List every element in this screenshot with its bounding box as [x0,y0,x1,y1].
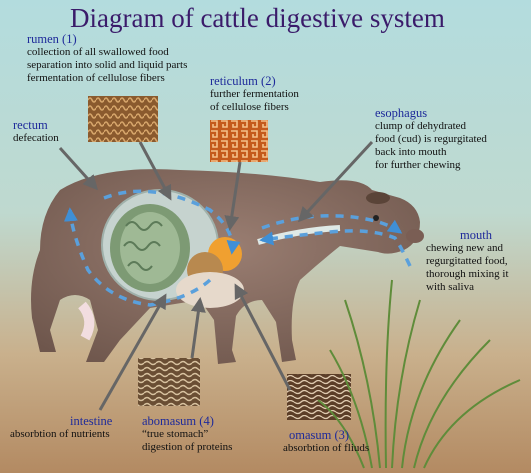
label-esophagus-desc-3: back into mouth [375,146,447,158]
label-abomasum-desc-1: “true stomach” [142,428,209,440]
grass [317,279,521,469]
label-mouth-name: mouth [460,228,492,242]
label-abomasum-desc-2: digestion of proteins [142,441,233,453]
label-intestine-name: intestine [70,414,113,428]
label-reticulum-name: reticulum (2) [210,74,276,88]
abomasum-texture-image [138,358,200,406]
label-abomasum: abomasum (4) “true stomach” digestion of… [142,414,232,454]
label-omasum: omasum (3) absorbtion of fliuds [283,428,369,455]
pointer-arrows [58,140,374,411]
label-omasum-desc-1: absorbtion of fliuds [283,442,370,454]
label-reticulum-desc-1: further fermentation [210,88,299,100]
label-esophagus: esophagus clump of dehydrated food (cud)… [375,106,487,172]
label-esophagus-desc-4: for further chewing [375,159,461,171]
label-mouth-desc-1: chewing new and [426,242,503,254]
label-mouth-desc-2: regurgitatted food, [426,255,508,267]
label-mouth: mouth chewing new and regurgitatted food… [426,228,509,294]
label-abomasum-name: abomasum (4) [142,414,214,428]
reticulum-texture-image [210,120,268,162]
label-rumen: rumen (1) collection of all swallowed fo… [27,32,187,85]
label-reticulum: reticulum (2) further fermentation of ce… [210,74,299,114]
label-rectum-name: rectum [13,118,48,132]
label-reticulum-desc-2: of cellulose fibers [210,101,289,113]
label-rectum: rectum defecation [13,118,59,145]
label-rectum-desc-1: defecation [13,132,59,144]
rumen-texture-image [88,96,158,142]
label-esophagus-name: esophagus [375,106,428,120]
label-mouth-desc-3: thorough mixing it [426,268,509,280]
label-rumen-desc-2: separation into solid and liquid parts [27,59,188,71]
label-esophagus-desc-1: clump of dehydrated [375,120,467,132]
label-esophagus-desc-2: food (cud) is regurgitated [375,133,487,145]
label-mouth-desc-4: with saliva [426,281,474,293]
label-rumen-desc-1: collection of all swallowed food [27,46,169,58]
label-rumen-desc-3: fermentation of cellulose fibers [27,72,165,84]
label-rumen-name: rumen (1) [27,32,77,46]
label-omasum-name: omasum (3) [289,428,350,442]
omasum-texture-image [287,374,351,420]
label-intestine: intestine absorbtion of nutrients [10,414,112,441]
page-title: Diagram of cattle digestive system [70,3,445,33]
label-intestine-desc-1: absorbtion of nutrients [10,428,110,440]
food-flow-arrows [63,189,412,307]
